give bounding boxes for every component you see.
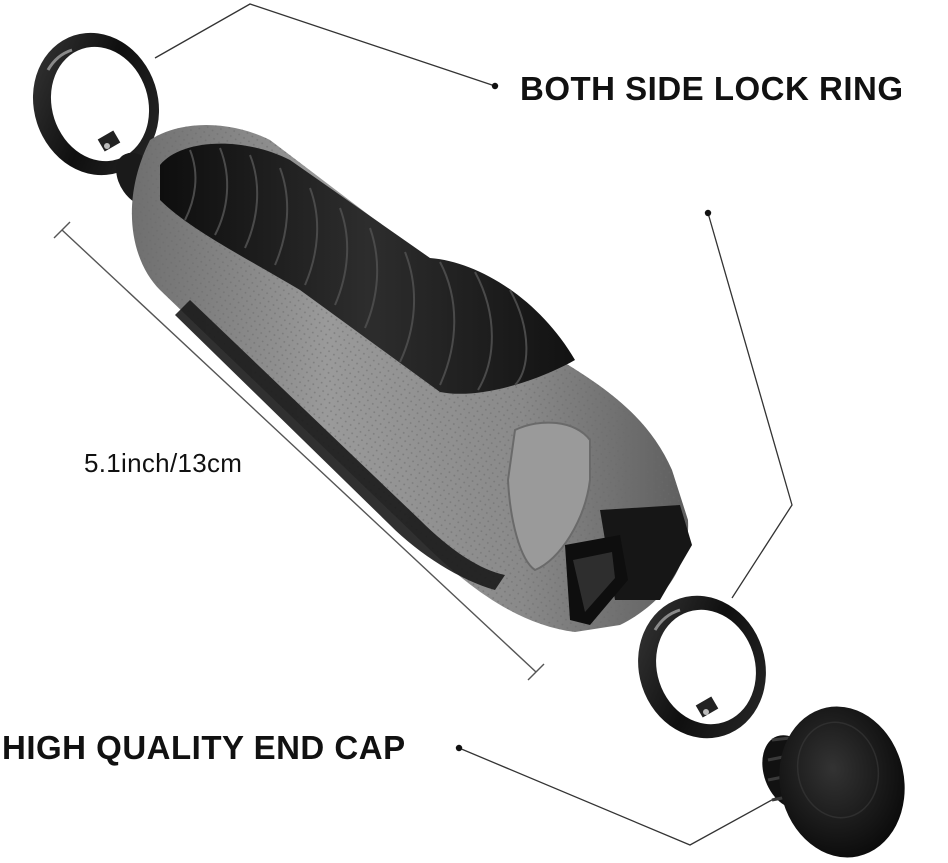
- callout-line-end-cap: [458, 747, 791, 846]
- end-cap-label: HIGH QUALITY END CAP: [2, 729, 406, 766]
- grip-ribs: [184, 147, 528, 391]
- callout-dot-bottom-ring: [704, 209, 712, 217]
- dimension-line: [53, 221, 545, 681]
- handlebar-grip: [116, 125, 692, 632]
- lock-ring-bottom: [638, 595, 766, 739]
- callout-dot-end-cap: [455, 744, 463, 752]
- length-dimension-label: 5.1inch/13cm: [84, 448, 243, 478]
- callout-dot-lock-ring: [491, 82, 499, 90]
- callout-lines: [154, 3, 793, 846]
- end-cap: [762, 706, 905, 858]
- lock-ring-label: BOTH SIDE LOCK RING: [520, 70, 904, 107]
- callout-line-bottom-ring: [707, 212, 793, 599]
- callout-line-top-ring: [154, 3, 496, 87]
- lock-ring-top: [32, 32, 160, 176]
